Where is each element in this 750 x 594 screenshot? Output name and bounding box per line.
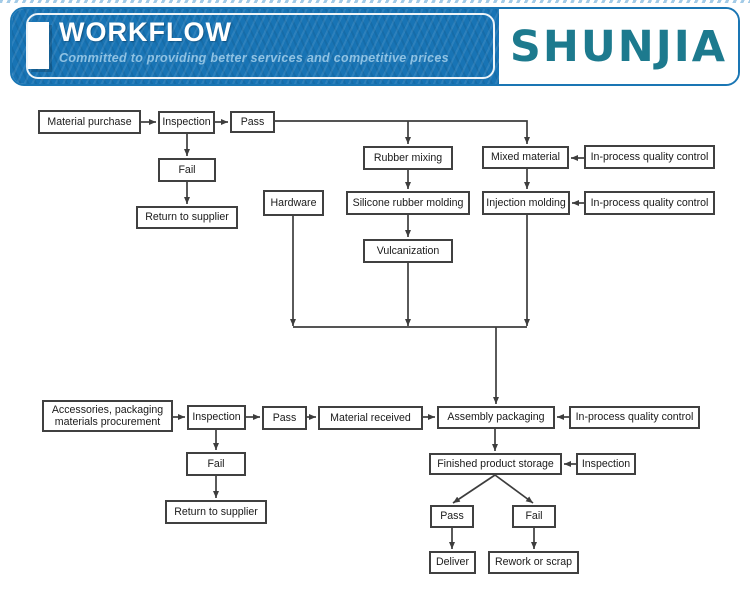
top-pattern-strip bbox=[0, 0, 750, 3]
node-qc-mixed-material: In-process quality control bbox=[584, 145, 715, 169]
accessories-line-1: Accessories, packaging bbox=[51, 403, 164, 416]
banner-text: WORKFLOW Committed to providing better s… bbox=[59, 17, 449, 65]
node-fail-1: Fail bbox=[158, 158, 216, 182]
banner-subtitle: Committed to providing better services a… bbox=[59, 50, 449, 65]
node-rubber-mixing: Rubber mixing bbox=[363, 146, 453, 170]
node-accessories-procurement: Accessories, packaging materials procure… bbox=[42, 400, 173, 432]
node-qc-assembly: In-process quality control bbox=[569, 406, 700, 429]
accessories-line-2: materials procurement bbox=[54, 416, 161, 428]
workflow-panel: WORKFLOW Committed to providing better s… bbox=[12, 9, 499, 84]
node-material-purchase: Material purchase bbox=[38, 110, 141, 134]
brand-name: SHUNJIA bbox=[509, 21, 728, 72]
brand-panel: SHUNJIA bbox=[499, 9, 738, 84]
node-inspection-1: Inspection bbox=[158, 111, 215, 134]
banner-title: WORKFLOW bbox=[59, 17, 232, 47]
node-silicone-rubber-molding: Silicone rubber molding bbox=[346, 191, 470, 215]
node-deliver: Deliver bbox=[429, 551, 476, 574]
node-inspection-3: Inspection bbox=[576, 453, 636, 475]
node-return-to-supplier-1: Return to supplier bbox=[136, 206, 238, 229]
node-material-received: Material received bbox=[318, 406, 423, 430]
node-pass-3: Pass bbox=[430, 505, 474, 528]
banner-inner-border bbox=[26, 13, 495, 79]
node-fail-2: Fail bbox=[186, 452, 246, 476]
node-vulcanization: Vulcanization bbox=[363, 239, 453, 263]
banner-tab-shape bbox=[28, 22, 49, 69]
node-rework-or-scrap: Rework or scrap bbox=[488, 551, 579, 574]
node-fail-3: Fail bbox=[512, 505, 556, 528]
node-mixed-material: Mixed material bbox=[482, 146, 569, 169]
node-pass-1: Pass bbox=[230, 111, 275, 133]
node-qc-injection-molding: In-process quality control bbox=[584, 191, 715, 215]
node-pass-2: Pass bbox=[262, 406, 307, 430]
node-assembly-packaging: Assembly packaging bbox=[437, 406, 555, 429]
header-banner: WORKFLOW Committed to providing better s… bbox=[10, 7, 740, 86]
node-finished-product-storage: Finished product storage bbox=[429, 453, 562, 475]
node-inspection-2: Inspection bbox=[187, 405, 246, 430]
node-injection-molding: Injection molding bbox=[482, 191, 570, 215]
node-return-to-supplier-2: Return to supplier bbox=[165, 500, 267, 524]
node-hardware: Hardware bbox=[263, 190, 324, 216]
